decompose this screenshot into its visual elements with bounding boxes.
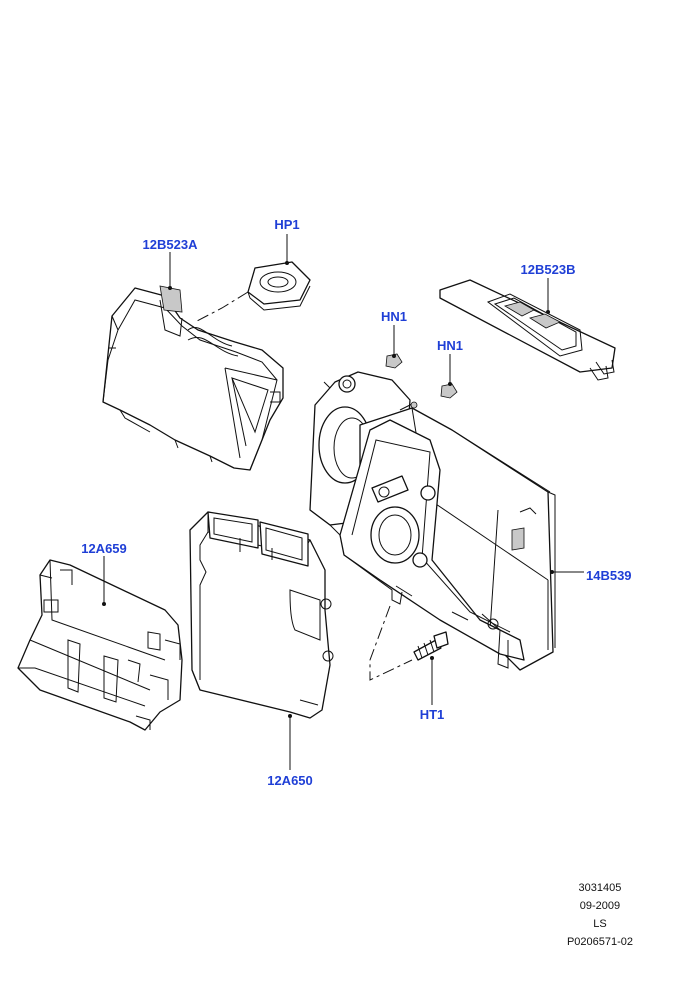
callout-ht1: HT1: [420, 707, 445, 722]
illustration-meta: 3031405 09-2009 LS P0206571-02: [567, 879, 633, 951]
leader-lines: [102, 234, 584, 770]
part-14b539-bracket-housing: [309, 371, 556, 671]
callout-12a659: 12A659: [81, 541, 127, 556]
illustration-number: 3031405: [578, 882, 622, 894]
part-reference: P0206571-02: [566, 936, 633, 948]
part-12a650-control-module: [189, 511, 334, 719]
part-12a659-bracket: [17, 559, 183, 731]
part-hp1-plug: [194, 261, 311, 323]
callout-12b523a: 12B523A: [143, 237, 199, 252]
callout-12b523b: 12B523B: [521, 262, 576, 277]
illustration-date: 09-2009: [579, 900, 621, 912]
callout-14b539: 14B539: [586, 568, 632, 583]
callout-hn1-left: HN1: [381, 309, 407, 324]
callout-hp1: HP1: [274, 217, 299, 232]
part-12b523b-lid: [439, 279, 616, 381]
callout-12a650: 12A650: [267, 773, 313, 788]
part-ht1-screw: [369, 605, 449, 681]
part-12b523a-upper-housing: [102, 258, 284, 471]
model-code: LS: [593, 918, 607, 930]
callout-hn1-right: HN1: [437, 338, 463, 353]
